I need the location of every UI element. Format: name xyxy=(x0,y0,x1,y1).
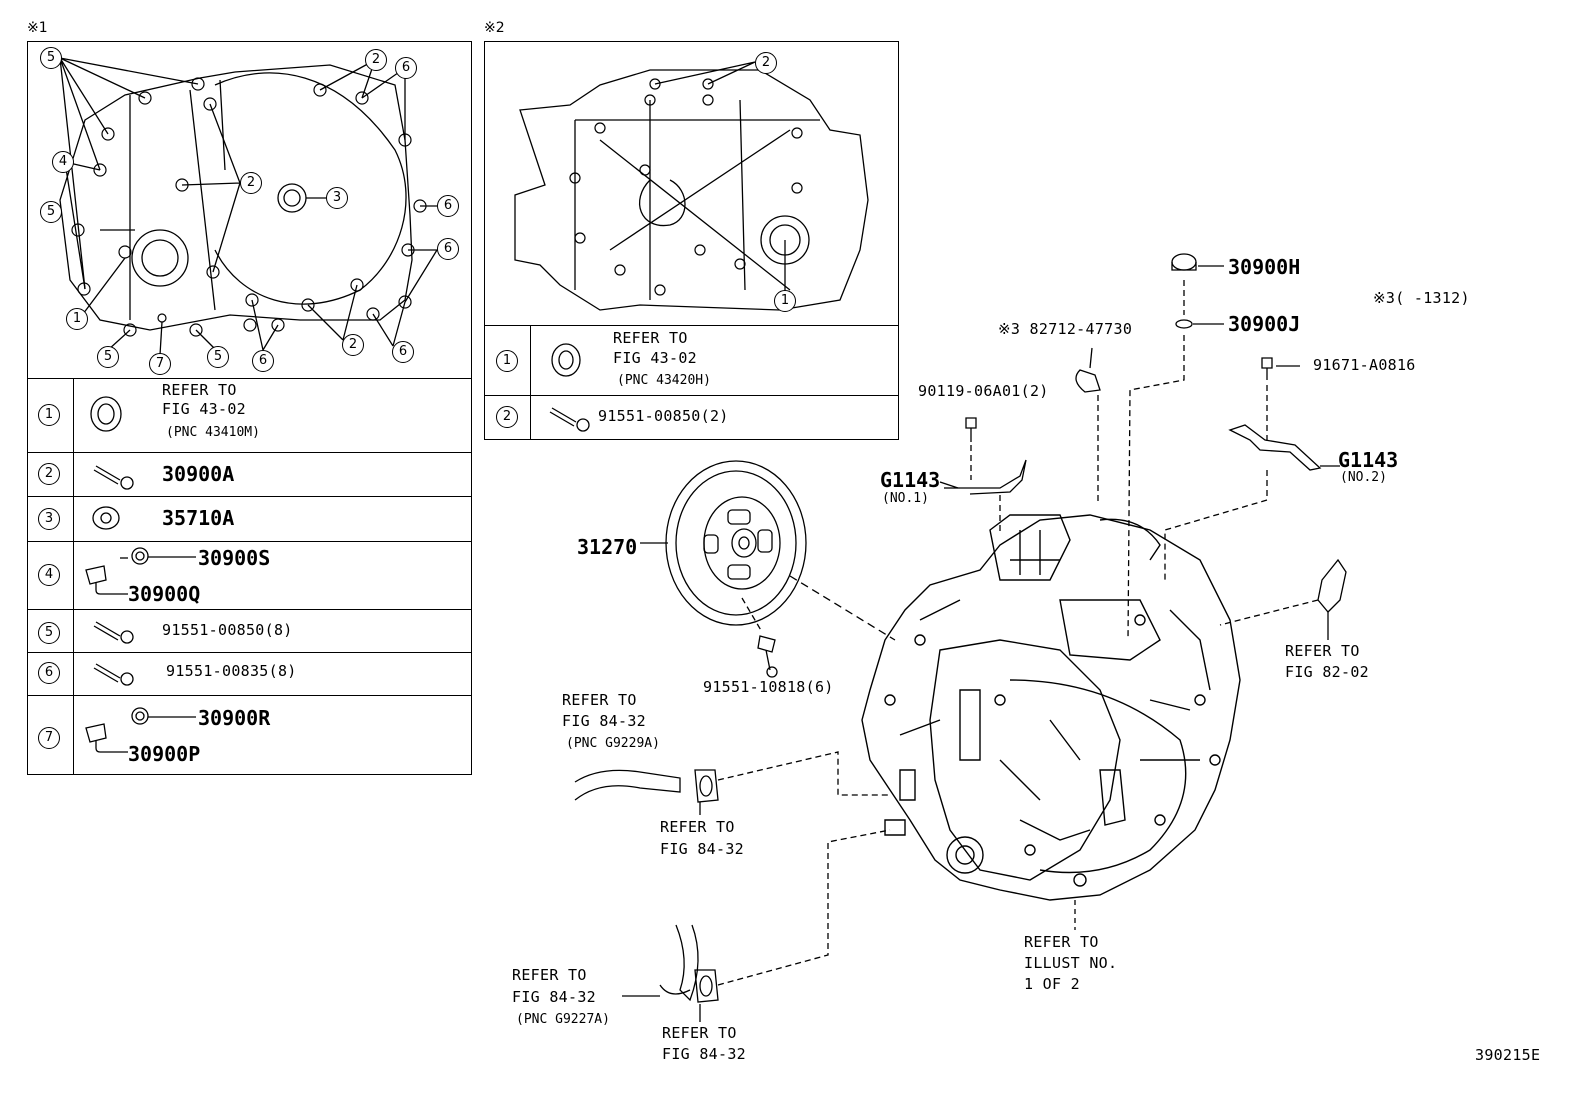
row-divider xyxy=(27,496,472,497)
row-divider xyxy=(27,695,472,696)
part-number: 35710A xyxy=(162,506,235,530)
part-number: 91551-00850(8) xyxy=(162,621,293,639)
refer-clamp1-line1: REFER TO xyxy=(660,818,735,836)
callout: 5 xyxy=(40,201,62,223)
refer-clamp2-line2: FIG 84-32 xyxy=(662,1045,746,1063)
refer-hose2-line2: FIG 84-32 xyxy=(512,988,596,1006)
callout: 1 xyxy=(66,308,88,330)
row-number: 7 xyxy=(38,727,60,749)
label-30900J: 30900J xyxy=(1228,312,1301,336)
callout: 2 xyxy=(240,172,262,194)
row-divider xyxy=(27,652,472,653)
refer-82-02-line1: REFER TO xyxy=(1285,642,1360,660)
row-number: 1 xyxy=(38,404,60,426)
callout: 7 xyxy=(149,353,171,375)
part-number: 91551-00850(2) xyxy=(598,407,729,425)
part-number: 30900Q xyxy=(128,582,201,606)
refer-text: REFER TO xyxy=(162,381,237,399)
refer-illust-line2: ILLUST NO. xyxy=(1024,954,1118,972)
refer-hose1-line2: FIG 84-32 xyxy=(562,712,646,730)
refer-illust-line3: 1 OF 2 xyxy=(1024,975,1080,993)
refer-hose2-line1: REFER TO xyxy=(512,966,587,984)
row-divider xyxy=(27,609,472,610)
part-number: 30900S xyxy=(198,546,271,570)
refer-hose1-pnc: (PNC G9229A) xyxy=(566,736,660,751)
section2-frame xyxy=(484,41,899,440)
row-number: 1 xyxy=(496,350,518,372)
callout: 6 xyxy=(437,238,459,260)
refer-illust-line1: REFER TO xyxy=(1024,933,1099,951)
label-31270: 31270 xyxy=(577,535,638,559)
row-number: 6 xyxy=(38,662,60,684)
section1-table-top xyxy=(27,378,472,379)
label-g1143-no1-sub: (NO.1) xyxy=(882,491,929,506)
row-number: 2 xyxy=(496,406,518,428)
row-number: 2 xyxy=(38,463,60,485)
column-divider xyxy=(530,325,531,439)
callout: 5 xyxy=(40,47,62,69)
section1-mark: ※1 xyxy=(27,20,48,36)
refer-pnc: (PNC 43410M) xyxy=(166,425,260,440)
note-3: ※3( -1312) xyxy=(1373,289,1470,307)
callout: 6 xyxy=(392,341,414,363)
label-91551-10818: 91551-10818(6) xyxy=(703,678,834,696)
callout: 3 xyxy=(326,187,348,209)
section1-frame xyxy=(27,41,472,775)
row-divider xyxy=(484,395,899,396)
refer-clamp2-line1: REFER TO xyxy=(662,1024,737,1042)
refer-text: REFER TO xyxy=(613,329,688,347)
callout: 5 xyxy=(207,346,229,368)
label-g1143-no2-sub: (NO.2) xyxy=(1340,470,1387,485)
part-number: 30900A xyxy=(162,462,235,486)
refer-82-02-line2: FIG 82-02 xyxy=(1285,663,1369,681)
row-divider xyxy=(27,541,472,542)
figure-id: 390215E xyxy=(1475,1046,1541,1064)
refer-hose1-line1: REFER TO xyxy=(562,691,637,709)
housing-outline-1 xyxy=(59,64,413,331)
refer-fig: FIG 43-02 xyxy=(162,400,246,418)
column-divider xyxy=(73,378,74,774)
refer-hose2-pnc: (PNC G9227A) xyxy=(516,1012,610,1027)
part-number: 91551-00835(8) xyxy=(166,662,297,680)
refer-pnc: (PNC 43420H) xyxy=(617,373,711,388)
transaxle-outline xyxy=(861,514,1241,901)
callout: 6 xyxy=(437,195,459,217)
callout: 2 xyxy=(365,49,387,71)
housing-outline-2 xyxy=(514,69,869,311)
section2-mark: ※2 xyxy=(484,20,505,36)
label-30900H: 30900H xyxy=(1228,255,1301,279)
callout: 4 xyxy=(52,151,74,173)
callout: 1 xyxy=(774,290,796,312)
part-number: 30900R xyxy=(198,706,271,730)
label-90119: 90119-06A01(2) xyxy=(918,382,1049,400)
refer-clamp1-line2: FIG 84-32 xyxy=(660,840,744,858)
callout: 5 xyxy=(97,346,119,368)
part-number: 30900P xyxy=(128,742,201,766)
section2-table-top xyxy=(484,325,899,326)
label-82712: ※3 82712-47730 xyxy=(998,320,1133,338)
refer-fig: FIG 43-02 xyxy=(613,349,697,367)
callout: 2 xyxy=(342,334,364,356)
label-91671: 91671-A0816 xyxy=(1313,356,1416,374)
label-g1143-no1: G1143 xyxy=(880,468,941,492)
callout: 6 xyxy=(395,57,417,79)
row-number: 5 xyxy=(38,622,60,644)
label-g1143-no2: G1143 xyxy=(1338,448,1399,472)
callout: 2 xyxy=(755,52,777,74)
callout: 6 xyxy=(252,350,274,372)
row-number: 4 xyxy=(38,564,60,586)
row-divider xyxy=(27,452,472,453)
row-number: 3 xyxy=(38,508,60,530)
